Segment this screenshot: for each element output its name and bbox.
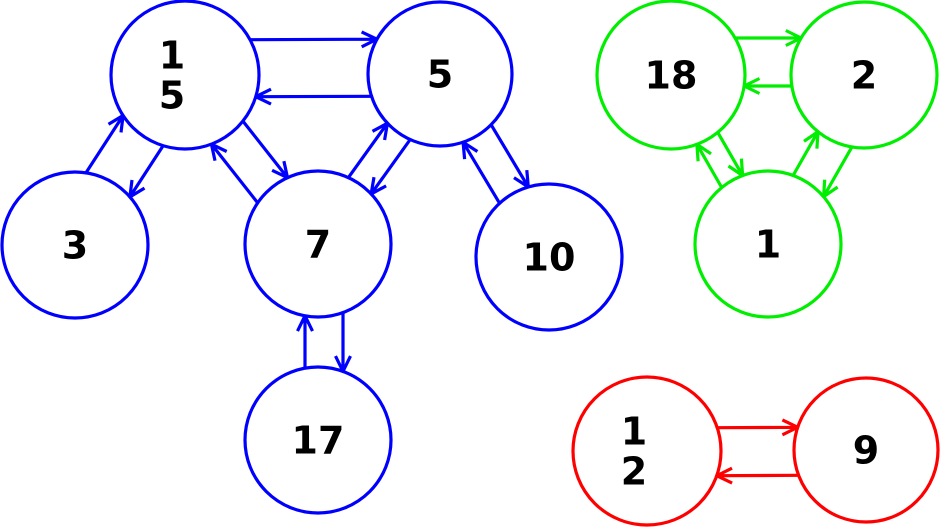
edge-5-to-7 [368,138,412,197]
node-circle[interactable] [243,169,393,319]
node-circle[interactable] [595,0,747,151]
edge-10-to-5 [461,139,501,205]
edge-arrow [347,120,390,179]
edge-arrow [368,138,412,197]
node-circle[interactable] [789,0,939,150]
node-label: 3 [62,223,88,267]
node-label: 9 [853,428,879,472]
edge-15-to-5 [250,30,381,49]
node-label: 5 [427,52,453,96]
edge-1-to-18 [695,141,724,189]
node-circle[interactable] [0,170,150,320]
node-1[interactable]: 1 [693,169,843,319]
edge-arrow [241,120,290,181]
edge-1-to-2 [791,128,820,177]
edge-7-to-15 [209,141,259,204]
edge-15-to-7 [241,120,290,181]
edge-15-to-3 [127,144,165,200]
edge-arrow [716,131,745,179]
node-9[interactable]: 9 [792,376,940,524]
node-10[interactable]: 10 [474,182,624,332]
node-circle[interactable] [474,182,624,332]
node-5[interactable]: 5 [366,0,514,148]
edge-2-to-18 [740,77,792,95]
edge-arrow [127,144,165,200]
edge-arrow [489,123,531,191]
edge-18-to-2 [735,29,805,47]
edge-5-to-15 [252,87,372,106]
node-2[interactable]: 2 [789,0,939,150]
edge-arrow [695,141,724,189]
node-label: 7 [305,222,331,266]
edge-arrow [717,418,802,437]
node-label: 1 [755,222,781,266]
edge-5-to-10 [489,123,531,191]
node-7[interactable]: 7 [243,169,393,319]
edge-7-to-17 [334,312,352,376]
node-18[interactable]: 18 [595,0,747,151]
edge-arrow [461,139,501,205]
edge-arrow [296,312,314,369]
node-circle[interactable] [693,169,843,319]
node-circle[interactable] [109,0,261,151]
edge-arrow [735,29,805,47]
node-17[interactable]: 17 [243,365,393,515]
edge-arrow [713,466,799,485]
node-label: 17 [292,418,345,462]
node-label: 18 [645,53,698,97]
node-label: 10 [523,235,576,279]
node-circle[interactable] [571,375,723,527]
edge-17-to-7 [296,312,314,369]
edge-2-to-1 [821,146,854,200]
edge-arrow [740,77,792,95]
edge-18-to-1 [716,131,745,179]
node-circle[interactable] [792,376,940,524]
node-label: 2 [851,53,877,97]
node-circle[interactable] [366,0,514,148]
edge-12-to-9 [717,418,802,437]
node-circle[interactable] [243,365,393,515]
edge-9-to-12 [713,466,799,485]
edge-7-to-5 [347,120,390,179]
edge-arrow [334,312,352,376]
edge-arrow [250,30,381,49]
edge-arrow [252,87,372,106]
edge-arrow [84,112,126,174]
edge-arrow [791,128,820,177]
edge-3-to-15 [84,112,126,174]
edge-arrow [209,141,259,204]
edge-arrow [821,146,854,200]
node-3[interactable]: 3 [0,170,150,320]
